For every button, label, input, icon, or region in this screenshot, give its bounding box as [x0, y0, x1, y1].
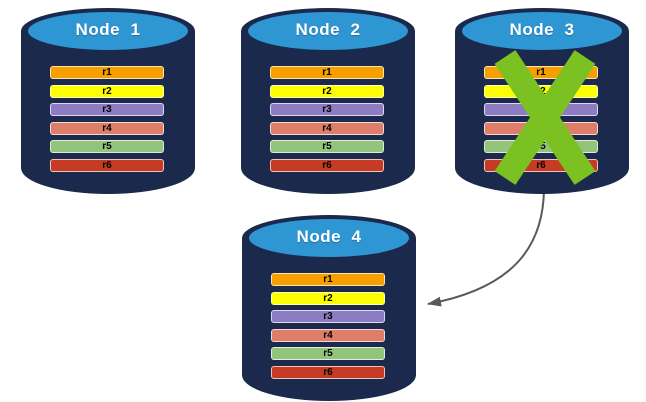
database-node: Node 4 r1 r2 r3 r4 r5 r6 — [241, 214, 417, 402]
record-bar: r1 — [271, 273, 385, 286]
record-bar: r2 — [50, 84, 164, 98]
record-bar: r5 — [50, 140, 164, 153]
record-bar: r3 — [271, 310, 385, 323]
record-bar: r3 — [270, 103, 384, 116]
database-node: Node 1 r1 r2 r3 r4 r5 r6 — [20, 7, 196, 195]
node-title: Node 3 — [509, 20, 575, 39]
record-bar: r6 — [271, 365, 385, 379]
record-list: r1 r2 r3 r4 r5 r6 — [241, 214, 417, 402]
record-bar: r6 — [270, 158, 384, 172]
record-bar: r3 — [50, 103, 164, 116]
record-bar: r5 — [270, 140, 384, 153]
record-bar: r4 — [270, 121, 384, 135]
record-list: r1 r2 r3 r4 r5 r6 — [20, 7, 196, 195]
record-list: r1 r2 r3 r4 r5 r6 — [240, 7, 416, 195]
record-bar: r1 — [50, 66, 164, 79]
record-bar: r5 — [271, 347, 385, 360]
record-bar: r1 — [270, 66, 384, 79]
node-title: Node 1 — [75, 20, 141, 39]
record-bar: r4 — [271, 328, 385, 342]
database-node: Node 2 r1 r2 r3 r4 r5 r6 — [240, 7, 416, 195]
node-title: Node 4 — [296, 227, 362, 246]
record-bar: r2 — [270, 84, 384, 98]
record-bar: r6 — [50, 158, 164, 172]
record-bar: r4 — [50, 121, 164, 135]
record-bar: r2 — [271, 291, 385, 305]
node-title: Node 2 — [295, 20, 361, 39]
failure-cross-icon — [494, 50, 596, 185]
